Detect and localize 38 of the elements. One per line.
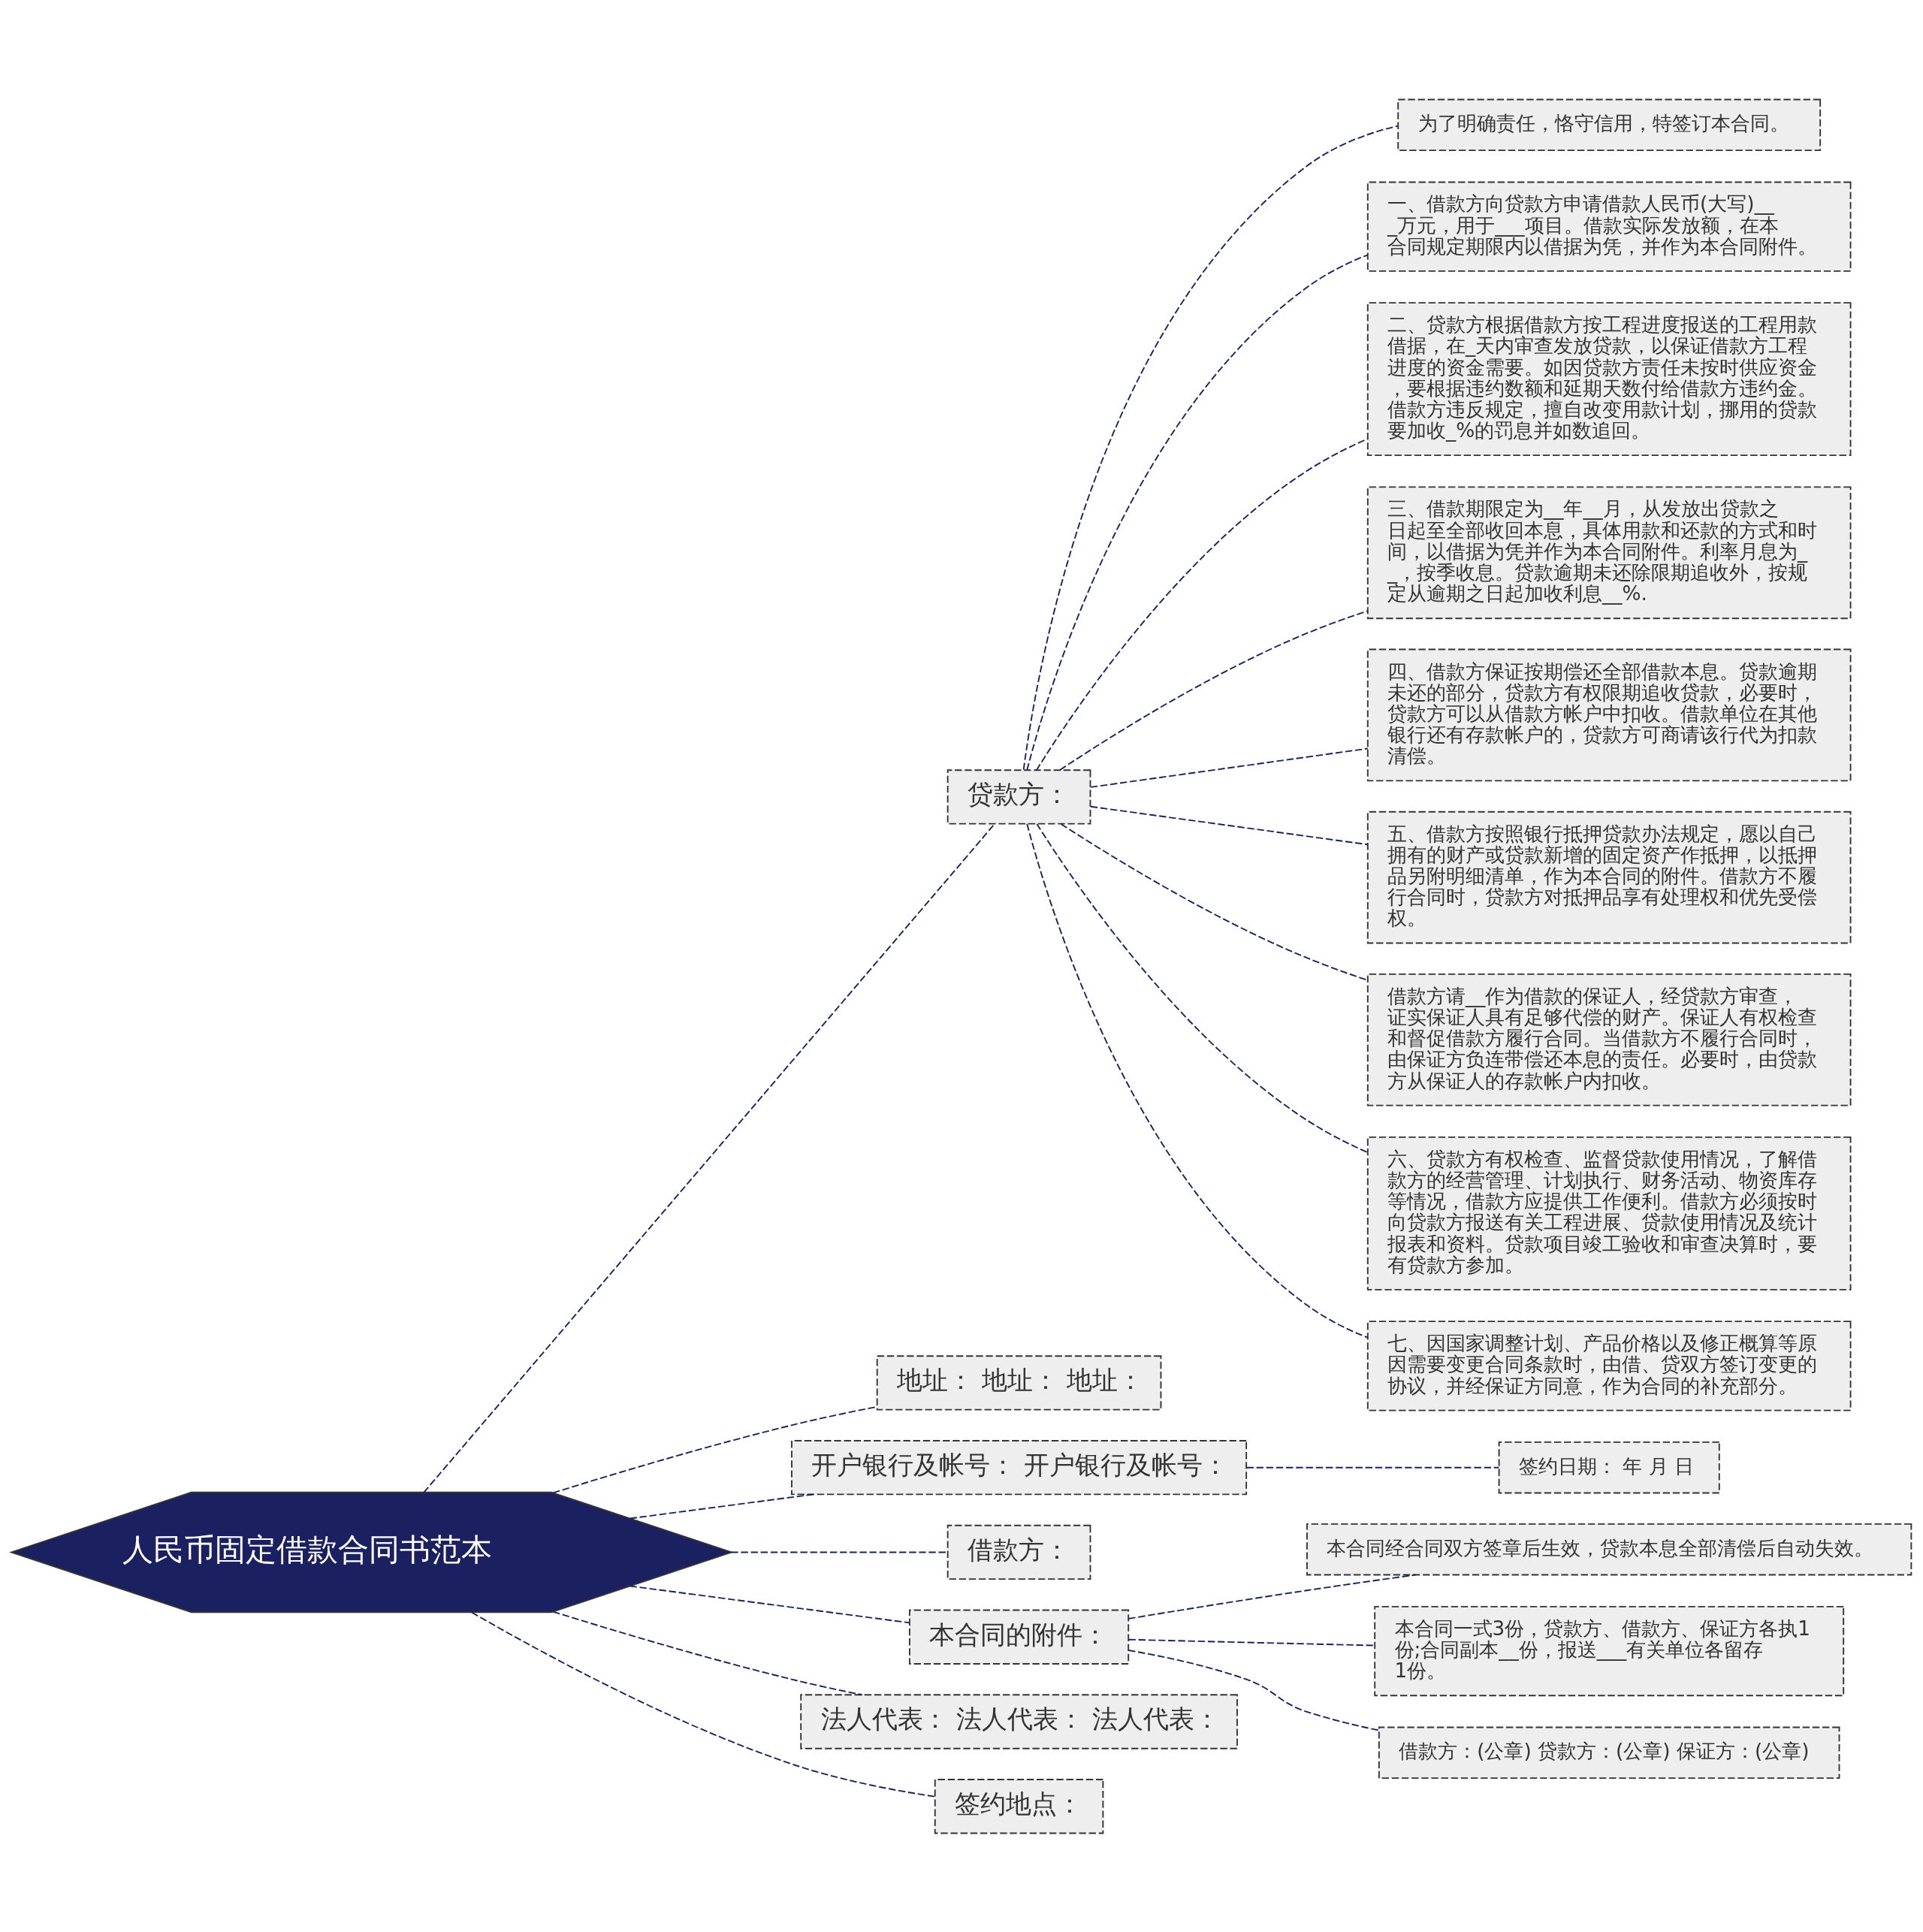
connector (1128, 1638, 1375, 1646)
node-box: 七、因国家调整计划、产品价格以及修正概算等原因需要变更合同条款时，由借、贷双方签订变更的协议，并经保证方同意，作为合同的补充部分。 (1366, 1320, 1852, 1411)
connector (730, 1551, 948, 1553)
connector (471, 1611, 936, 1798)
node-box: 借款方： (946, 1524, 1091, 1580)
connector (552, 1611, 863, 1695)
connector (1035, 437, 1369, 771)
node-box: 二、贷款方根据借款方按工程进度报送的工程用款借据，在_天内审查发放贷款，以保证借款方工程进度的资金需要。如因贷款方责任未按时供应资金，要根据违约数额和延期天数付给借款方违约金。借款方违反规定，擅自改变用款计划，挪用的贷款要加收_%的罚息并如数追回。 (1366, 301, 1852, 456)
connector (423, 823, 995, 1493)
node-box: 为了明确责任，恪守信用，特签订本合同。 (1397, 98, 1822, 151)
connector (1090, 805, 1369, 845)
node-box: 贷款方： (946, 768, 1091, 825)
connector (1128, 1574, 1417, 1620)
node-box: 借款方请__作为借款的保证人，经贷款方审查，证实保证人具有足够代偿的财产。保证人有权检查和督促借款方履行合同。当借款方不履行合同时，由保证方负连带偿还本息的责任。必要时，由贷款方从保证人的存款帐户内扣收。 (1366, 973, 1852, 1106)
node-box: 法人代表： 法人代表： 法人代表： (800, 1693, 1238, 1749)
node-box: 六、贷款方有权检查、监督贷款使用情况，了解借款方的经营管理、计划执行、财务活动、物资库存等情况，借款方应提供工作便利。借款方必须按时向贷款方报送有关工程进展、贷款使用情况及统计报表和资料。贷款项目竣工验收和审查决算时，要有贷款方参加。 (1366, 1136, 1852, 1291)
node-box: 地址： 地址： 地址： (876, 1354, 1162, 1411)
node-box: 本合同经合同双方签章后生效，贷款本息全部清偿后自动失效。 (1306, 1523, 1912, 1575)
node-box: 借款方：(公章) 贷款方：(公章) 保证方：(公章) (1378, 1726, 1840, 1779)
connector (1022, 125, 1399, 771)
node-box: 本合同一式3份，贷款方、借款方、保证方各执1份;合同副本__份，报送___有关单位各留存1份。 (1374, 1605, 1845, 1696)
node-box: 开户银行及帐号： 开户银行及帐号： (791, 1439, 1248, 1495)
connector (1090, 747, 1369, 788)
node-box: 四、借款方保证按期偿还全部借款本息。贷款逾期未还的部分，贷款方有权限期追收贷款，必要时，贷款方可以从借款方帐户中扣收。借款单位在其他银行还有存款帐户的，贷款方可商请该行代为扣款清偿。 (1366, 648, 1852, 781)
node-box: 五、借款方按照银行抵押贷款办法规定，愿以自己拥有的财产或贷款新增的固定资产作抵押，以抵押品另附明细清单，作为本合同的附件。借款方不履行合同时，贷款方对抵押品享有处理权和优先受偿权。 (1366, 811, 1852, 943)
connector (1128, 1649, 1380, 1731)
connector (1059, 609, 1369, 771)
node-box: 三、借款期限定为__年__月，从发放出贷款之日起至全部收回本息，具体用款和还款的方式和时间，以借据为凭并作为本合同附件。利率月息为__，按季收息。贷款逾期未还除限期追收外，按规定从逾期之日起加收利息__%. (1366, 486, 1852, 619)
connector (1026, 823, 1369, 1339)
connector (1026, 253, 1369, 771)
connector (629, 1585, 910, 1623)
node-box: 签约地点： (934, 1778, 1104, 1834)
node-box: 一、借款方向贷款方申请借款人民币(大写)___万元，用于___项目。借款实际发放额，在本合同规定期限内以借据为凭，并作为本合同附件。 (1366, 181, 1852, 272)
connector (1245, 1466, 1500, 1469)
node-box: 本合同的附件： (909, 1609, 1130, 1665)
connector (629, 1493, 814, 1519)
connector (1036, 823, 1369, 1153)
node-box: 签约日期： 年 月 日 (1498, 1441, 1720, 1493)
